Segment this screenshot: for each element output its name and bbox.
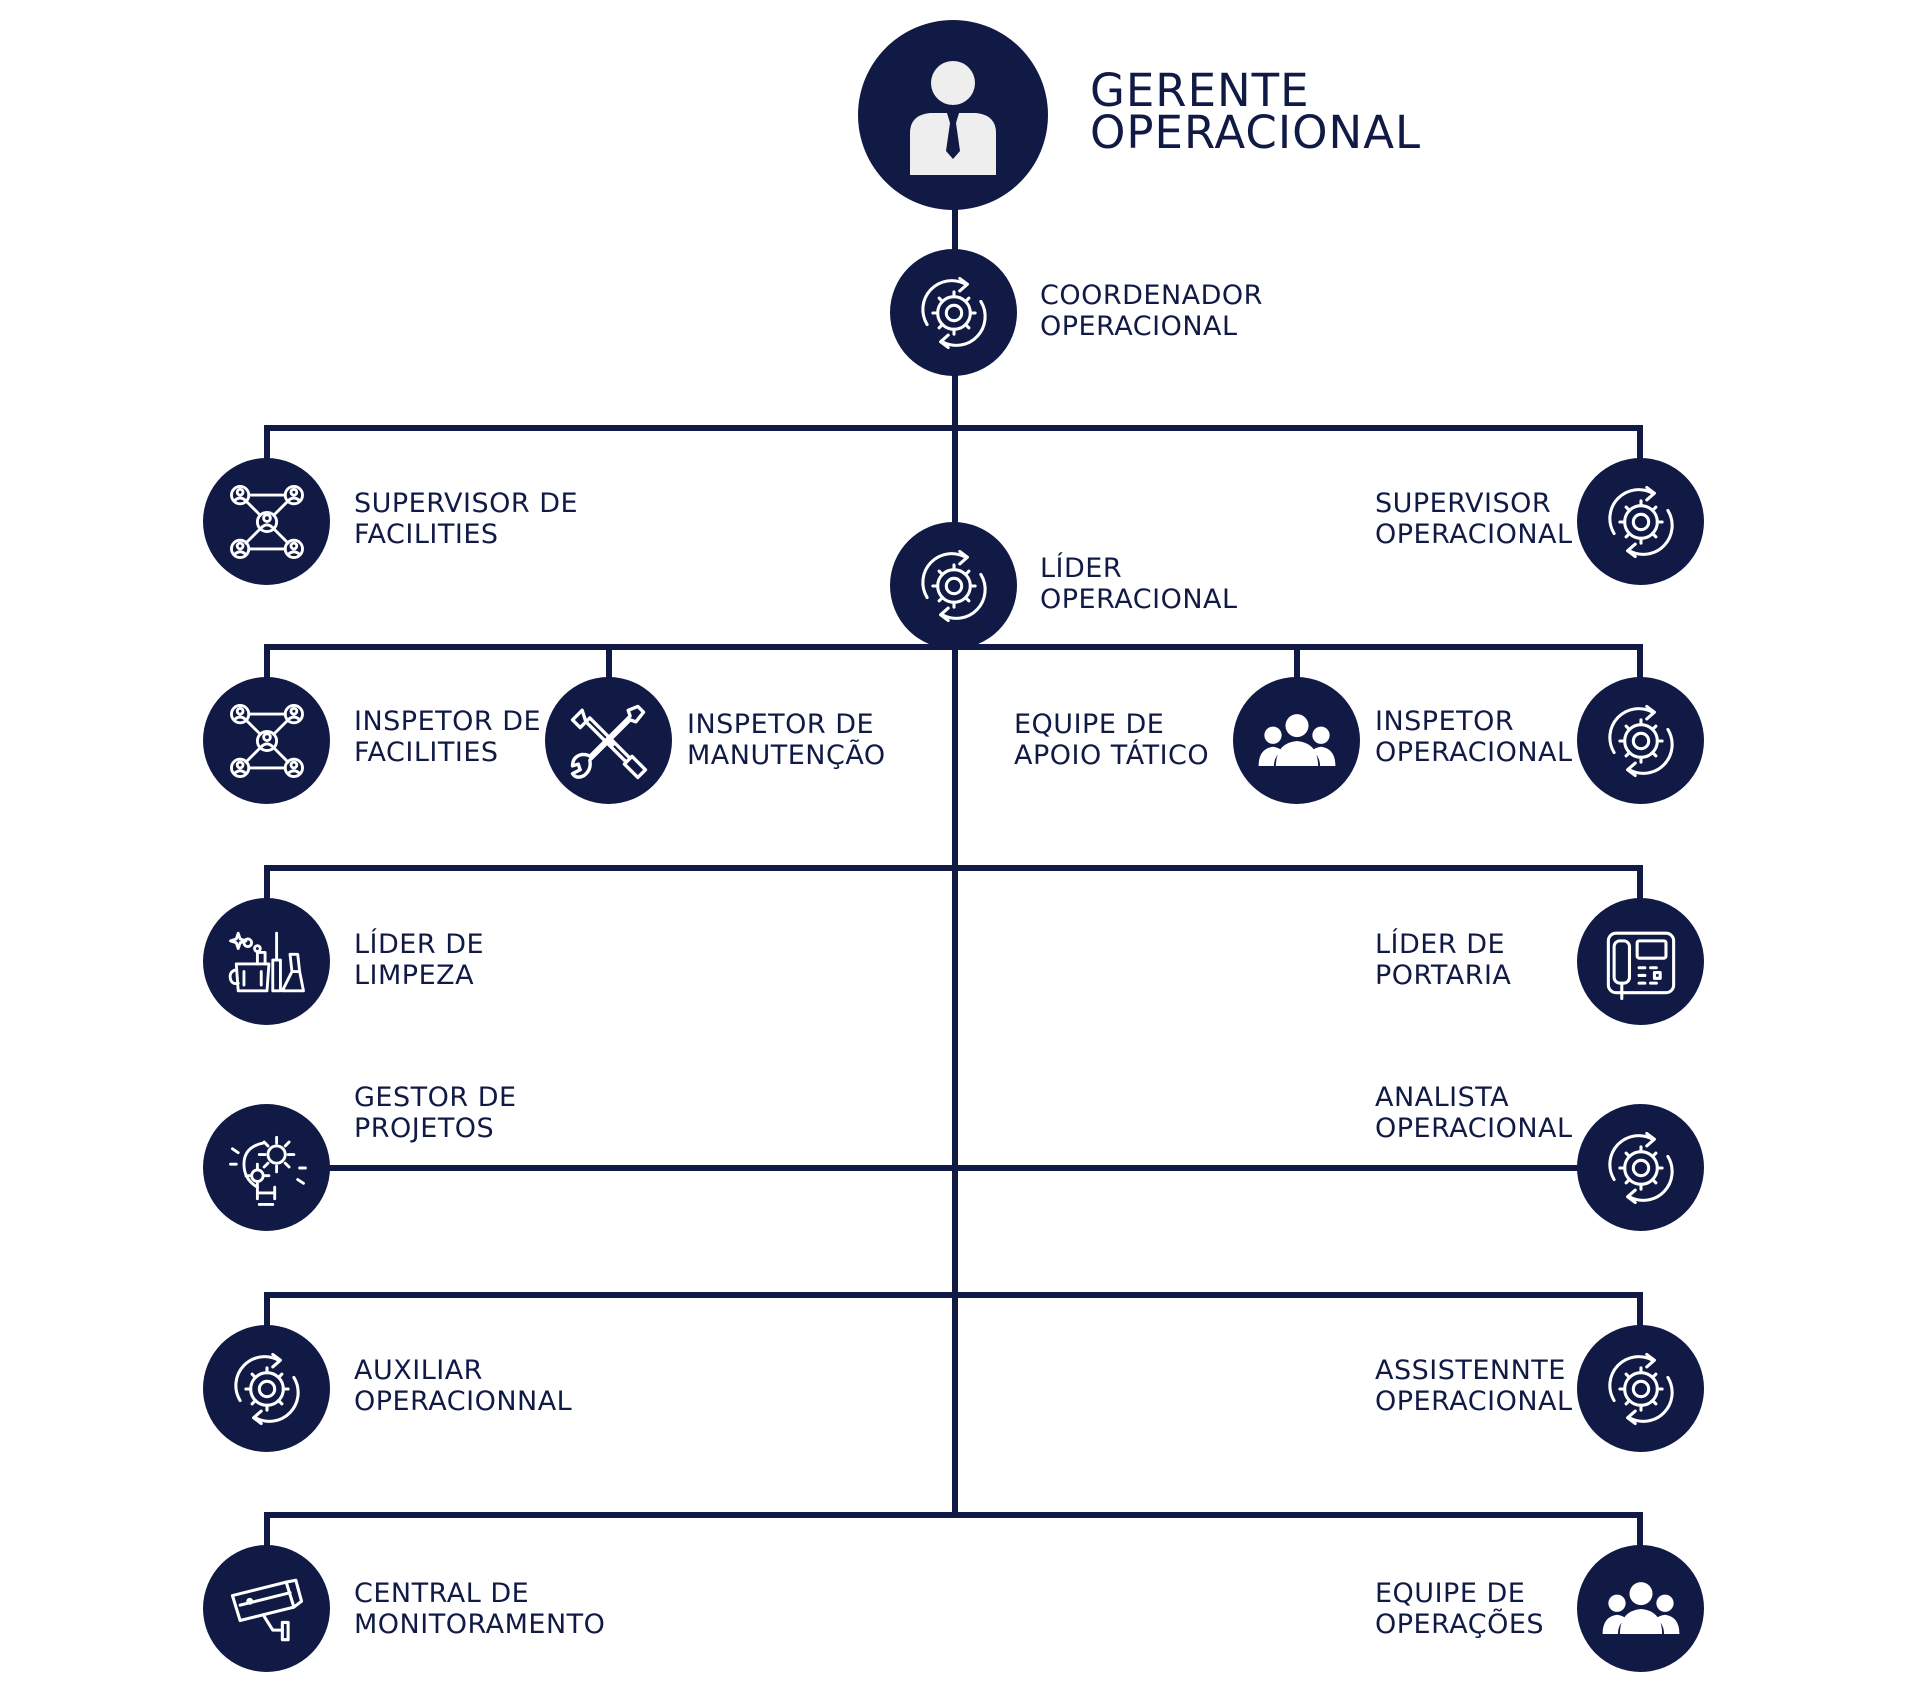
node-inspetor-facilities [203, 677, 330, 804]
node-supervisor-operacional [1577, 458, 1704, 585]
node-central-monitoramento [203, 1545, 330, 1672]
manager-icon [910, 61, 996, 175]
label-supervisor-facilities: SUPERVISOR DE FACILITIES [354, 488, 579, 550]
node-auxiliar-operacional [203, 1325, 330, 1452]
node-supervisor-facilities [203, 458, 330, 585]
node-gerente-operacional [858, 20, 1048, 210]
label-gerente-operacional: GERENTE OPERACIONAL [1090, 64, 1422, 159]
gear-cycle-icon [1607, 1131, 1674, 1204]
network-people-icon [229, 484, 304, 559]
cleaning-icon [228, 931, 305, 992]
label-inspetor-manutencao: INSPETOR DE MANUTENÇÃO [687, 709, 886, 771]
node-gestor-projetos [203, 1104, 330, 1231]
label-inspetor-operacional: INSPETOR OPERACIONAL [1375, 706, 1573, 768]
gear-cycle-icon [1607, 1352, 1674, 1425]
label-gestor-projetos: GESTOR DE PROJETOS [354, 1082, 517, 1144]
gear-cycle-icon [920, 276, 987, 349]
gear-cycle-icon [920, 549, 987, 622]
node-coordenador-operacional [890, 249, 1017, 376]
label-inspetor-facilities: INSPETOR DE FACILITIES [354, 706, 542, 768]
branch-leaders [264, 865, 1643, 908]
network-people-icon [229, 703, 304, 778]
gear-cycle-icon [1607, 704, 1674, 777]
gear-cycle-icon [233, 1352, 300, 1425]
camera-icon [230, 1578, 303, 1641]
node-lider-portaria [1577, 898, 1704, 1025]
label-lider-operacional: LÍDER OPERACIONAL [1040, 553, 1238, 615]
label-analista-operacional: ANALISTA OPERACIONAL [1375, 1082, 1573, 1144]
branch-monitoring [264, 1512, 1643, 1555]
branch-supervisors [264, 425, 1643, 468]
label-coordenador-operacional: COORDENADOR OPERACIONAL [1040, 280, 1263, 342]
label-equipe-operacoes: EQUIPE DE OPERAÇÕES [1375, 1578, 1545, 1640]
node-lider-limpeza [203, 898, 330, 1025]
team-icon [1258, 713, 1335, 766]
node-assistente-operacional [1577, 1325, 1704, 1452]
label-equipe-apoio-tatico: EQUIPE DE APOIO TÁTICO [1014, 709, 1210, 771]
node-equipe-apoio-tatico [1233, 677, 1360, 804]
branch-assistants [264, 1292, 1643, 1335]
label-central-monitoramento: CENTRAL DE MONITORAMENTO [354, 1578, 606, 1640]
node-lider-operacional [890, 522, 1017, 649]
label-supervisor-operacional: SUPERVISOR OPERACIONAL [1375, 488, 1573, 550]
label-assistente-operacional: ASSISTENNTE OPERACIONAL [1375, 1355, 1573, 1417]
team-icon [1602, 1581, 1679, 1634]
node-inspetor-operacional [1577, 677, 1704, 804]
intercom-icon [1606, 931, 1675, 1000]
label-auxiliar-operacional: AUXILIAR OPERACIONNAL [354, 1355, 573, 1417]
label-lider-portaria: LÍDER DE PORTARIA [1375, 929, 1512, 991]
idea-gears-icon [228, 1135, 307, 1206]
node-inspetor-manutencao [545, 677, 672, 804]
node-analista-operacional [1577, 1104, 1704, 1231]
gear-cycle-icon [1607, 485, 1674, 558]
label-lider-limpeza: LÍDER DE LIMPEZA [354, 929, 485, 991]
node-equipe-operacoes [1577, 1545, 1704, 1672]
tools-icon [570, 704, 647, 779]
